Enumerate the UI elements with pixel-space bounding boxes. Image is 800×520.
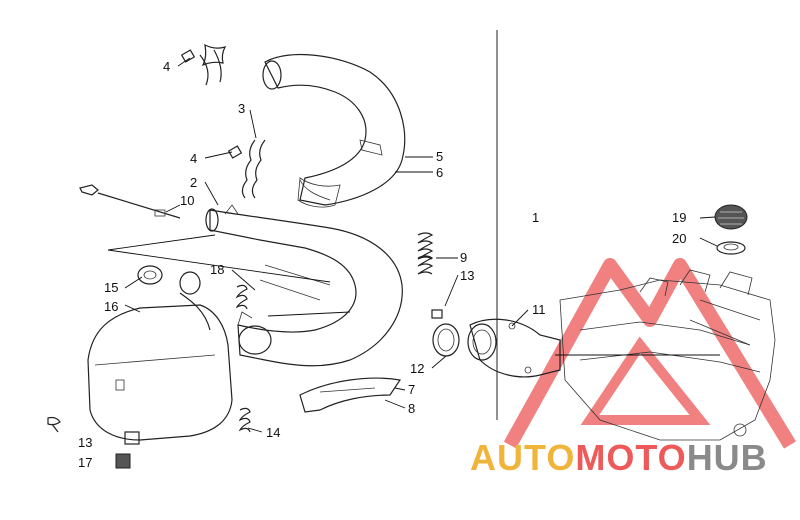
callout-13-lower: 13: [78, 435, 92, 450]
callout-18: 18: [210, 262, 224, 277]
callouts: 4 3 4 2 10 5 6 1 19 20 9 13 18 15 16 11 …: [78, 59, 686, 470]
part-20-gasket: [716, 241, 746, 255]
callout-11: 11: [532, 302, 546, 317]
part-12-ring: [432, 323, 460, 357]
callout-8: 8: [408, 401, 415, 416]
part-13-upper-bolt: [431, 309, 443, 319]
watermark-text-moto: MOTO: [575, 437, 687, 478]
part-9-spring: [417, 232, 434, 275]
part-3-spring-upper: [199, 43, 227, 86]
callout-19: 19: [672, 210, 686, 225]
watermark-logo: [503, 258, 796, 449]
callout-10: 10: [180, 193, 194, 208]
part-16-muffler: [87, 271, 233, 445]
callout-20: 20: [672, 231, 686, 246]
callout-4-lower: 4: [190, 151, 197, 166]
part-17-fastener: [115, 453, 131, 469]
leader-lines: [107, 57, 720, 433]
part-14-spring: [238, 407, 251, 433]
callout-4-upper: 4: [163, 59, 170, 74]
part-2-expansion-chamber: [205, 204, 403, 367]
callout-7: 7: [408, 382, 415, 397]
callout-17: 17: [78, 455, 92, 470]
callout-1: 1: [532, 210, 539, 225]
part-4-bolt-upper: [180, 49, 196, 63]
part-5-6-upper-pipe: [262, 53, 406, 208]
callout-3: 3: [238, 101, 245, 116]
callout-2: 2: [190, 175, 197, 190]
watermark-text-hub: HUB: [686, 437, 768, 478]
part-18-spring: [235, 284, 248, 310]
callout-9: 9: [460, 250, 467, 265]
part-11-manifold: [467, 318, 561, 378]
part-4-bolt-lower: [227, 145, 243, 159]
part-15-ring: [137, 265, 163, 285]
callout-6: 6: [436, 165, 443, 180]
part-19-cap: [714, 204, 748, 230]
part-3-spring-lower: [241, 139, 266, 199]
part-10-rod: [79, 184, 181, 219]
callout-16: 16: [104, 299, 118, 314]
part-13-lower-bolt: [47, 416, 61, 433]
callout-5: 5: [436, 149, 443, 164]
callout-15: 15: [104, 280, 118, 295]
callout-14: 14: [266, 425, 280, 440]
engine-block: [559, 269, 776, 441]
callout-13-upper: 13: [460, 268, 474, 283]
part-7-8-heat-shield: [299, 377, 402, 413]
watermark-text-auto: AUTO: [470, 437, 576, 478]
watermark-wordmark: AUTOMOTOHUB: [470, 438, 768, 478]
callout-12: 12: [410, 361, 424, 376]
